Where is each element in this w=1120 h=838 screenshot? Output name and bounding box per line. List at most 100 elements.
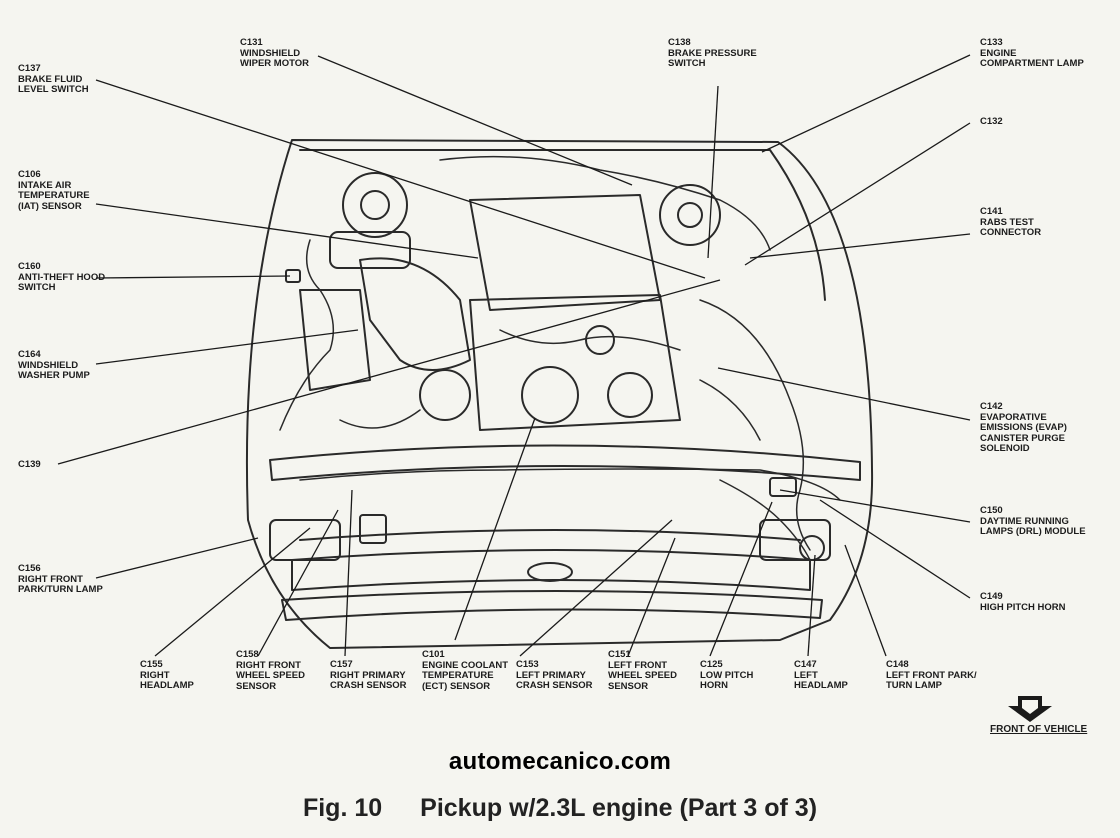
label-c101-line: TEMPERATURE (422, 670, 494, 681)
front-of-vehicle-label: FRONT OF VEHICLE (990, 724, 1088, 735)
label-c156-line: RIGHT FRONT (18, 573, 83, 585)
alternator-pulley (607, 372, 653, 418)
leader-c137 (95, 79, 706, 279)
label-c106-code: C106 (18, 169, 41, 180)
hose-1 (339, 409, 421, 429)
leader-c132 (744, 122, 971, 266)
label-c150-code: C150 (980, 505, 1003, 516)
label-c164-line: WINDSHIELD (18, 359, 79, 371)
label-c125-line: HORN (700, 680, 728, 691)
label-c155-line: RIGHT (140, 669, 170, 681)
label-c141: C141 RABS TEST CONNECTOR (980, 206, 1041, 239)
master-cylinder (329, 231, 411, 269)
leader-c133 (761, 54, 971, 153)
engine-block (469, 294, 681, 431)
air-intake-duct (359, 257, 471, 371)
leader-c142 (717, 367, 971, 421)
label-c148-code: C148 (886, 659, 909, 670)
label-c157-code: C157 (330, 659, 353, 670)
engine-valve-cover (469, 194, 661, 311)
crash-sensor-right (359, 514, 387, 544)
label-c106-line: TEMPERATURE (18, 190, 90, 201)
radiator-support (269, 444, 861, 481)
label-c155-line: HEADLAMP (140, 680, 194, 691)
label-c150-line: DAYTIME RUNNING (980, 515, 1069, 527)
leader-c139 (57, 279, 721, 465)
label-c142: C142 EVAPORATIVE EMISSIONS (EVAP) CANIST… (980, 401, 1067, 455)
label-c139-code: C139 (18, 459, 41, 470)
label-c153-line: LEFT PRIMARY (516, 669, 586, 681)
label-c149-line: HIGH PITCH HORN (980, 601, 1066, 613)
label-c106: C106 INTAKE AIR TEMPERATURE (IAT) SENSOR (18, 169, 90, 212)
harness-left (279, 239, 335, 431)
label-c149: C149 HIGH PITCH HORN (980, 591, 1066, 613)
pulley-small (585, 325, 615, 355)
leader-c101 (454, 417, 536, 641)
strut-tower-right-cap (677, 202, 703, 228)
harness-top (439, 155, 771, 251)
label-c101-line: (ECT) SENSOR (422, 680, 491, 692)
harness-front (299, 468, 841, 501)
label-c147-line: LEFT (794, 669, 818, 681)
harness-drl (719, 479, 811, 561)
leader-c157 (344, 489, 353, 657)
label-c142-line: CANISTER PURGE (980, 432, 1065, 444)
leader-c147 (807, 554, 816, 657)
label-c141-line: RABS TEST (980, 216, 1034, 228)
label-c164-line: WASHER PUMP (18, 370, 90, 381)
label-c133-line: COMPARTMENT LAMP (980, 58, 1084, 69)
label-c131-line: WIPER MOTOR (240, 58, 309, 69)
label-c155: C155 RIGHT HEADLAMP (140, 659, 194, 692)
label-c156-code: C156 (18, 563, 41, 574)
label-c133-code: C133 (980, 37, 1003, 48)
label-c151-line: LEFT FRONT (608, 659, 668, 671)
oil-filter (419, 369, 471, 421)
label-c106-line: (IAT) SENSOR (18, 200, 82, 212)
front-of-vehicle-arrow-icon (1008, 696, 1052, 722)
bumper (281, 590, 823, 621)
label-c150-line: LAMPS (DRL) MODULE (980, 526, 1086, 537)
leader-c131 (317, 55, 633, 186)
label-c138-line: BRAKE PRESSURE (668, 47, 757, 59)
label-c138: C138 BRAKE PRESSURE SWITCH (668, 37, 757, 70)
label-c147-line: HEADLAMP (794, 680, 848, 691)
horn-high (799, 535, 825, 561)
grille-top (299, 529, 801, 541)
label-c156: C156 RIGHT FRONT PARK/TURN LAMP (18, 563, 103, 596)
brake-booster (342, 172, 408, 238)
label-c151-code: C151 (608, 649, 631, 660)
label-c125-code: C125 (700, 659, 723, 670)
label-c142-line: EVAPORATIVE (980, 411, 1047, 423)
label-c142-code: C142 (980, 401, 1003, 412)
label-c137: C137 BRAKE FLUID LEVEL SWITCH (18, 63, 89, 96)
label-c138-code: C138 (668, 37, 691, 48)
leader-c151 (627, 537, 676, 657)
label-c164: C164 WINDSHIELD WASHER PUMP (18, 349, 90, 382)
vehicle-drawing (245, 139, 874, 649)
label-c139: C139 (18, 459, 41, 471)
hose-2 (699, 379, 761, 441)
figure-title: Pickup w/2.3L engine (Part 3 of 3) (420, 794, 818, 822)
label-c153-code: C153 (516, 659, 539, 670)
label-c147-code: C147 (794, 659, 817, 670)
grille-emblem (527, 562, 573, 582)
crank-pulley (521, 366, 579, 424)
label-c131-code: C131 (240, 37, 263, 48)
leader-c138 (707, 85, 719, 259)
drl-module (769, 477, 797, 497)
label-c151-line: WHEEL SPEED (608, 670, 677, 681)
label-c125: C125 LOW PITCH HORN (700, 659, 753, 692)
label-c133: C133 ENGINE COMPARTMENT LAMP (980, 37, 1084, 70)
label-c153-line: CRASH SENSOR (516, 680, 593, 691)
label-c160: C160 ANTI-THEFT HOOD SWITCH (18, 261, 105, 294)
leader-c160 (95, 275, 291, 279)
grille-bar (291, 549, 811, 591)
fender-outline (245, 139, 874, 649)
label-c101-code: C101 (422, 649, 445, 660)
left-headlamp-block (759, 519, 831, 561)
leader-c141 (749, 233, 971, 259)
right-headlamp-block (269, 519, 341, 561)
leader-c148 (844, 544, 887, 657)
